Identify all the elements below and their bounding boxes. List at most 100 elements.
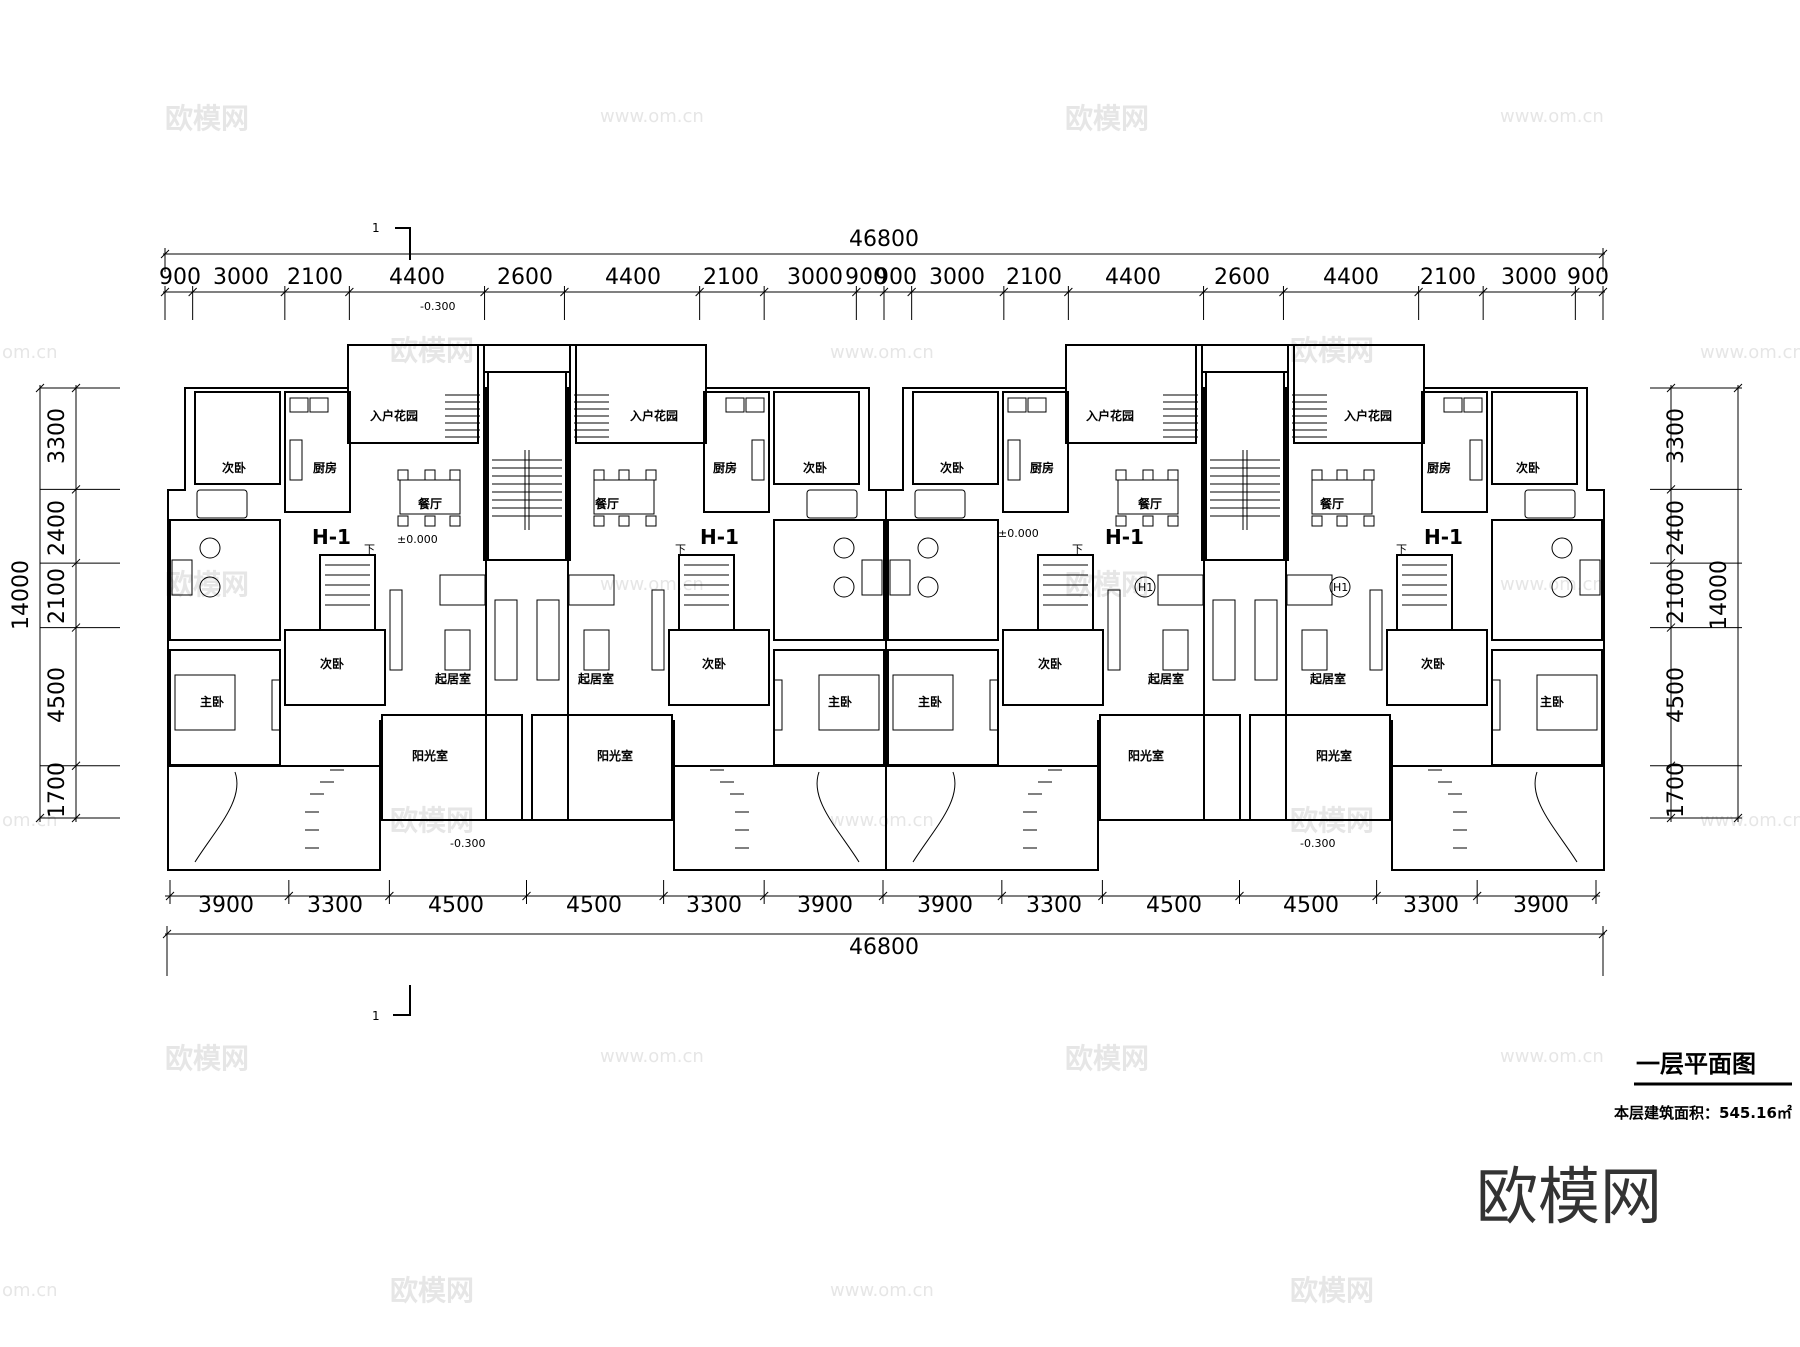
unit-d-floorplan xyxy=(1201,344,1605,871)
room-label-second-bedroom: 次卧 xyxy=(702,656,726,671)
room-label-dining: 餐厅 xyxy=(1320,496,1344,511)
dimension-bottom-1: 3900 xyxy=(198,893,254,918)
room-label-living: 起居室 xyxy=(1147,671,1184,686)
room-label-dining: 餐厅 xyxy=(595,496,619,511)
section-markers: 1 1 xyxy=(372,221,411,1023)
dimension-top-2: 3000 xyxy=(213,265,269,290)
unit-copies xyxy=(483,344,1605,871)
unit-label: H-1 xyxy=(1424,525,1463,549)
dimension-tick xyxy=(35,383,45,393)
dimension-top-16: 2100 xyxy=(1420,265,1476,290)
unit-label: H-1 xyxy=(1105,525,1144,549)
watermark-url: om.cn xyxy=(2,1280,58,1301)
room-labels-unit-3: 入户花园 次卧 厨房 餐厅 起居室 次卧 主卧 阳光室 H-1 xyxy=(918,408,1184,763)
dimension-top-9: 900 xyxy=(845,265,887,290)
watermark-url: www.om.cn xyxy=(600,1046,704,1067)
room-label-entry-garden: 入户花园 xyxy=(370,408,418,423)
dimension-tick xyxy=(35,813,45,823)
watermark-url: www.om.cn xyxy=(1700,342,1800,363)
unit-label: H-1 xyxy=(312,525,351,549)
dimension-tick xyxy=(1733,383,1743,393)
room-label-second-bedroom: 次卧 xyxy=(803,460,827,475)
dimension-top-15: 4400 xyxy=(1323,265,1379,290)
watermark-url: www.om.cn xyxy=(1500,1046,1604,1067)
dimension-top-14: 2600 xyxy=(1214,265,1270,290)
dimension-left-2: 2400 xyxy=(45,500,70,556)
dimension-bottom-4: 4500 xyxy=(566,893,622,918)
room-label-entry-garden: 入户花园 xyxy=(1086,408,1134,423)
dimension-bottom-11: 3300 xyxy=(1403,893,1459,918)
room-label-entry-garden: 入户花园 xyxy=(630,408,678,423)
elevation-label: -0.300 xyxy=(450,837,485,850)
section-mark-bottom-symbol xyxy=(393,985,411,1016)
room-label-dining: 餐厅 xyxy=(418,496,442,511)
dimension-bottom-5: 3300 xyxy=(686,893,742,918)
stair-down-label: 下 xyxy=(364,543,375,556)
dimension-bottom-2: 3300 xyxy=(307,893,363,918)
left-dimensions: 3300 2400 2100 4500 1700 14000 xyxy=(9,408,70,818)
section-mark-top-symbol xyxy=(395,227,411,260)
room-label-second-bedroom: 次卧 xyxy=(1516,460,1540,475)
dimension-bottom-10: 4500 xyxy=(1283,893,1339,918)
section-mark-bottom: 1 xyxy=(372,1009,380,1023)
room-label-sunroom: 阳光室 xyxy=(1316,748,1352,763)
unit-marker-label: H1 xyxy=(1138,581,1153,594)
dimension-top-11: 3000 xyxy=(929,265,985,290)
unit-marker-circle xyxy=(1134,576,1156,598)
unit-a-floorplan xyxy=(167,344,571,871)
watermark-text: 欧模网 xyxy=(1065,1042,1149,1075)
elevation-markers: -0.300 ±0.000 ±0.000 -0.300 -0.300 下 下 下… xyxy=(364,300,1407,850)
dimension-bottom-12: 3900 xyxy=(1513,893,1569,918)
bottom-dimensions: 3900 3300 4500 4500 3300 3900 3900 3300 … xyxy=(198,893,1569,960)
watermark-text: 欧模网 xyxy=(390,1274,474,1307)
room-label-kitchen: 厨房 xyxy=(713,460,737,475)
dimension-left-3: 2100 xyxy=(45,568,70,624)
stair-down-label: 下 xyxy=(1396,543,1407,556)
dimension-top-5: 2600 xyxy=(497,265,553,290)
dimension-top-12: 2100 xyxy=(1006,265,1062,290)
room-label-master-bedroom: 主卧 xyxy=(828,694,852,709)
watermark-url: www.om.cn xyxy=(600,574,704,595)
building-pair-left xyxy=(167,344,571,871)
watermark-text: 欧模网 xyxy=(1290,1274,1374,1307)
unit-c-floorplan xyxy=(885,344,1289,871)
room-label-second-bedroom: 次卧 xyxy=(1421,656,1445,671)
room-label-second-bedroom: 次卧 xyxy=(320,656,344,671)
dimension-top-3: 2100 xyxy=(287,265,343,290)
room-label-sunroom: 阳光室 xyxy=(412,748,448,763)
watermark-url: www.om.cn xyxy=(600,106,704,127)
top-dimensions: 46800 900 3000 2100 4400 2600 4400 2100 … xyxy=(159,227,1609,290)
watermark-url: www.om.cn xyxy=(830,810,934,831)
floor-area: 本层建筑面积：545.16㎡ xyxy=(1614,1104,1792,1122)
watermark-text: 欧模网 xyxy=(390,334,474,367)
room-label-second-bedroom: 次卧 xyxy=(1038,656,1062,671)
dimension-bottom-7: 3900 xyxy=(917,893,973,918)
title-block: 一层平面图 本层建筑面积：545.16㎡ 欧模网 xyxy=(1476,1050,1792,1233)
stair-down-label: 下 xyxy=(1072,543,1083,556)
watermark-text: 欧模网 xyxy=(1065,102,1149,135)
dimension-tick xyxy=(1733,813,1743,823)
room-label-master-bedroom: 主卧 xyxy=(200,694,224,709)
watermark-url: www.om.cn xyxy=(830,1280,934,1301)
unit-label: H-1 xyxy=(700,525,739,549)
room-label-living: 起居室 xyxy=(1309,671,1346,686)
dimension-right-2: 2400 xyxy=(1664,500,1689,556)
room-labels-unit-1: 入户花园 次卧 厨房 餐厅 起居室 次卧 主卧 阳光室 H-1 xyxy=(200,408,471,763)
total-dimension-top: 46800 xyxy=(849,227,919,252)
room-label-dining: 餐厅 xyxy=(1138,496,1162,511)
watermarks: 欧模网 www.om.cn 欧模网 www.om.cn om.cn 欧模网 ww… xyxy=(2,102,1800,1307)
section-mark-top: 1 xyxy=(372,221,380,235)
brand-logo-text: 欧模网 xyxy=(1476,1160,1662,1233)
dimension-left-total: 14000 xyxy=(9,560,34,630)
dimension-bottom-3: 4500 xyxy=(428,893,484,918)
watermark-url: om.cn xyxy=(2,342,58,363)
dimension-right-5: 1700 xyxy=(1664,762,1689,818)
room-label-master-bedroom: 主卧 xyxy=(1540,694,1564,709)
elevation-label: ±0.000 xyxy=(998,527,1039,540)
room-label-kitchen: 厨房 xyxy=(1427,460,1451,475)
elevation-label: -0.300 xyxy=(420,300,455,313)
room-label-master-bedroom: 主卧 xyxy=(918,694,942,709)
dimension-top-4: 4400 xyxy=(389,265,445,290)
dimension-right-1: 3300 xyxy=(1664,408,1689,464)
